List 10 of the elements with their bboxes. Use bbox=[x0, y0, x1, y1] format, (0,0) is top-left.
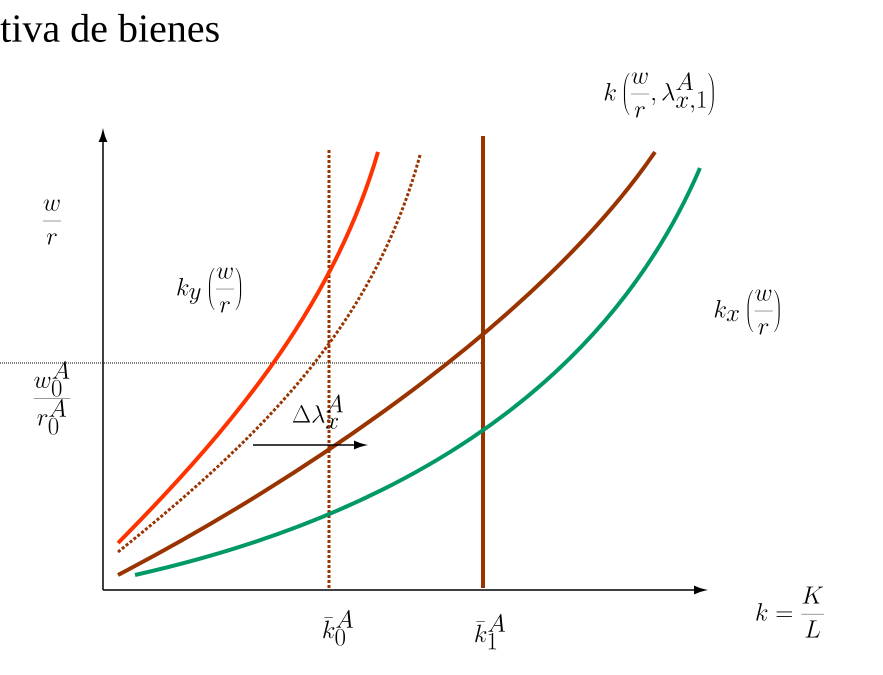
axis-tick-label: $\bar{k}_{1}^{A}$ bbox=[475, 614, 505, 650]
axis-label: $\frac{w}{r}$ bbox=[42, 199, 62, 245]
shift-label: $\Delta\lambda_{x}^{A}$ bbox=[292, 394, 343, 429]
heading: tiva de bienes bbox=[0, 14, 219, 42]
curve-label: $k_{x}\left(\frac{w}{r}\right)$ bbox=[714, 289, 780, 335]
axis-tick-label: $\frac{w_{0}^{A}}{r_{0}^{A}}$ bbox=[34, 360, 70, 435]
curve-label: $k_{y}\left(\frac{w}{r}\right)$ bbox=[177, 267, 242, 313]
axis-tick-label: $\bar{k}_{0}^{A}$ bbox=[323, 610, 353, 646]
curve-label: $k\left(\frac{w}{r},\lambda_{x,1}^{A}\right)$ bbox=[604, 72, 714, 118]
axis-label: $k=\frac{K}{L}$ bbox=[756, 586, 824, 638]
